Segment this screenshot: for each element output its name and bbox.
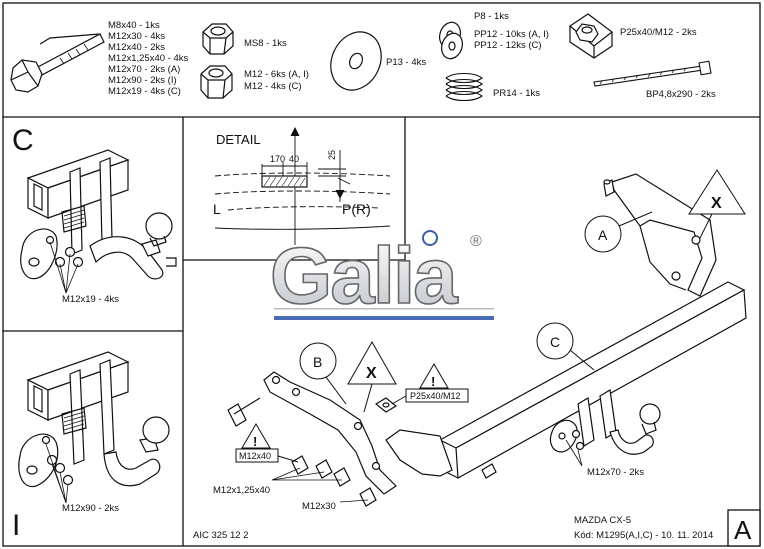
bolt-icon	[10, 33, 105, 93]
logo-registered: ®	[470, 233, 482, 250]
vehicle-model: MAZDA CX-5	[574, 515, 631, 526]
warning-x-1	[688, 169, 746, 215]
bolt-item: M12x1,25x40 - 4ks	[108, 53, 189, 64]
panel-i-letter: I	[12, 509, 20, 542]
spring-pr14-label: PR14 - 1ks	[493, 88, 540, 99]
panel-i-label: M12x90 - 2ks	[62, 503, 119, 514]
callout-a-letter: A	[598, 227, 608, 243]
warning-m12x40	[241, 423, 271, 449]
washer-p-label: P8 - 1ks	[474, 11, 509, 22]
m12x30-label: M12x30	[302, 501, 336, 512]
dim-25: 25	[327, 150, 337, 160]
panel-i: I M12x90 - 2ks	[12, 351, 170, 542]
leader-lines-main	[271, 439, 583, 503]
warning-mark: !	[431, 374, 435, 389]
logo-dot-icon	[422, 230, 438, 246]
panel-c: C M12x19 - 4ks	[12, 124, 177, 305]
bolt-item: M8x40 - 1ks	[108, 20, 160, 31]
washer-p-label: PP12 - 12ks (C)	[474, 40, 542, 51]
logo-underline	[274, 316, 494, 320]
bolt-list: M8x40 - 1ks M12x30 - 4ks M12x40 - 2ks M1…	[108, 20, 189, 97]
detail-title: DETAIL	[216, 132, 261, 147]
callout-b-letter: B	[313, 354, 322, 370]
plate-nut-icon	[568, 13, 613, 59]
leader-lines	[49, 241, 79, 294]
title-block: A AIC 325 12 2 MAZDA CX-5 Kód: M1295(A,I…	[193, 509, 761, 547]
panel-a-letter: A	[734, 515, 752, 545]
washer-p-label: PP12 - 10ks (A, I)	[474, 29, 549, 40]
warning-mark: !	[253, 434, 257, 449]
plate-nut-label: P25x40/M12 - 2ks	[620, 27, 697, 38]
m12x1-label: M12x1,25x40	[213, 485, 270, 496]
cable-tie-label: BP4,8x290 - 2ks	[646, 89, 716, 100]
bracket-b	[263, 371, 397, 495]
hitch-i-drawing	[18, 351, 170, 488]
washer-icon	[330, 31, 382, 91]
callout-c-letter: C	[550, 334, 560, 350]
nut-m12-icon	[200, 65, 233, 99]
leader-lines	[45, 443, 69, 504]
callout-a	[584, 215, 622, 253]
warning-x-text: X	[366, 365, 377, 382]
detail-label-l: L	[213, 201, 221, 217]
aic-code: AIC 325 12 2	[193, 530, 248, 541]
detail-label-pr: P(R)	[342, 201, 371, 217]
bolt-item: M12x30 - 4ks	[108, 31, 165, 42]
drawing-code: Kód: M1295(A,I,C) - 10. 11. 2014	[574, 530, 713, 541]
warning-x-text: X	[711, 195, 722, 212]
nut-m12-label: M12 - 4ks (C)	[244, 81, 302, 92]
bolt-item: M12x70 - 2ks (A)	[108, 64, 180, 75]
nut-ms8-icon	[202, 23, 234, 55]
plate-ref-label: P25x40/M12	[410, 391, 461, 401]
bolt-item: M12x40 - 2ks	[108, 42, 165, 53]
bolt-item: M12x19 - 4ks (C)	[108, 86, 181, 97]
galia-logo: Galia ®	[269, 230, 494, 321]
m12x70-label: M12x70 - 2ks	[587, 467, 644, 478]
dim-40: 40	[289, 154, 299, 164]
logo-underline-light	[274, 308, 494, 310]
parts-list: M8x40 - 1ks M12x30 - 4ks M12x40 - 2ks M1…	[10, 11, 716, 102]
detail-drawing	[214, 126, 391, 245]
hitch-c-drawing	[20, 149, 177, 280]
washer-p13-label: P13 - 4ks	[386, 57, 426, 68]
dim-170: 170	[270, 154, 285, 164]
spring-washer-icon	[445, 72, 483, 102]
panel-c-letter: C	[12, 124, 34, 157]
small-washer-icon	[439, 21, 463, 60]
m12x40-ref-label: M12x40	[239, 451, 271, 461]
bolt-item: M12x90 - 2ks (I)	[108, 75, 177, 86]
panel-c-label: M12x19 - 4ks	[62, 294, 119, 305]
logo-text: Galia	[270, 231, 458, 320]
nut-ms8-label: MS8 - 1ks	[244, 38, 287, 49]
main-assembly	[227, 173, 747, 507]
callouts	[235, 169, 746, 463]
nut-m12-label: M12 - 6ks (A, I)	[244, 69, 309, 80]
callout-b	[299, 342, 337, 380]
warning-plate	[419, 363, 449, 389]
callout-c	[536, 322, 574, 360]
cable-tie-icon	[593, 60, 712, 87]
detail-view: DETAIL 170 40 25 L P(R)	[213, 126, 391, 245]
